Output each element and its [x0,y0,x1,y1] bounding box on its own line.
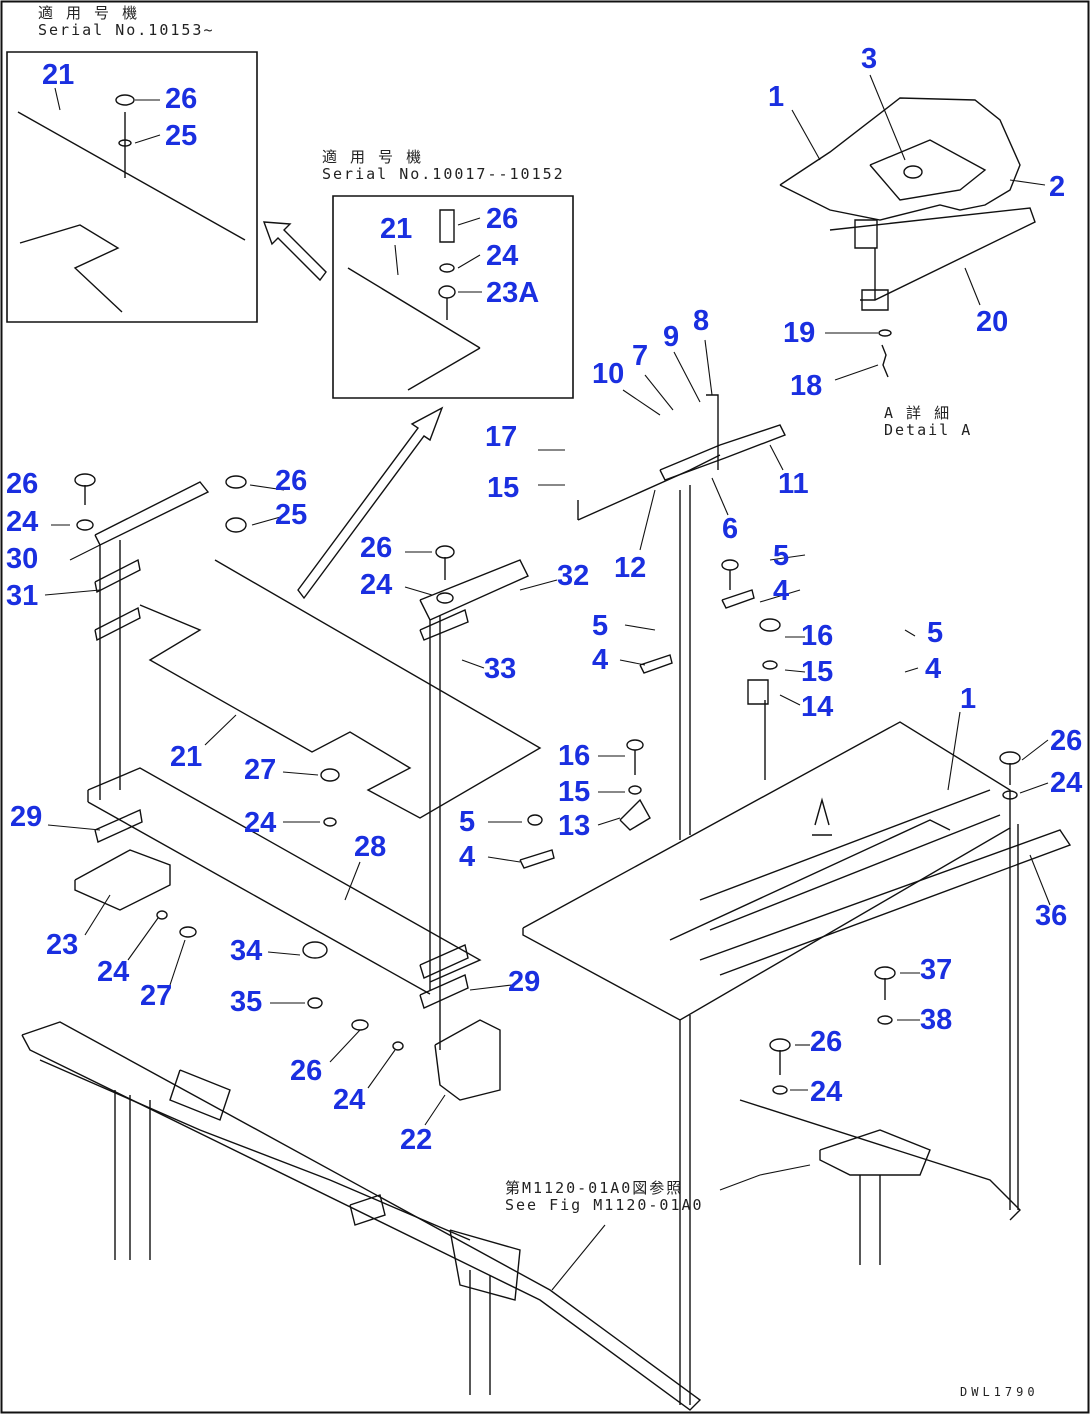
callout: 24 [333,1084,366,1116]
callout: 21 [170,741,203,773]
inset-left-caption: 適 用 号 機 Serial No.10153~ [38,4,215,40]
inset-left-caption-jp: 適 用 号 機 [38,4,140,22]
callout: 4 [592,644,609,676]
callout: 28 [354,831,387,863]
inset-mid-caption-jp: 適 用 号 機 [322,148,424,166]
callout: 5 [459,806,476,838]
callout: 26 [6,468,39,500]
callout: 38 [920,1004,953,1036]
callout: 20 [976,306,1009,338]
callout: 35 [230,986,263,1018]
callout: 4 [459,841,476,873]
callout: 26 [275,465,308,497]
callout: 21 [380,213,413,245]
view-arrow-a [812,800,832,835]
callout: 37 [920,954,953,986]
callout: 3 [861,43,878,75]
callout: 1 [768,81,785,113]
callout: 31 [6,580,39,612]
callout: 27 [244,754,277,786]
callout: 16 [558,740,591,772]
callout: 32 [557,560,590,592]
callout: 25 [275,499,308,531]
leader-lines [45,75,1050,1290]
callout: 26 [165,83,198,115]
callout: 24 [1050,767,1083,799]
arrow-to-mid-inset [298,408,442,598]
callout: 26 [360,532,393,564]
callout: 36 [1035,900,1068,932]
callout: 29 [508,966,541,998]
callout: 34 [230,935,263,967]
callout: 5 [592,610,609,642]
callout: 24 [810,1076,843,1108]
callout: 25 [165,120,198,152]
callout: 15 [801,656,834,688]
upper-cover-assembly [75,474,540,1100]
see-figure-caption-jp: 第M1120-01A0図参照 [505,1179,684,1197]
lower-frame-assembly [22,1022,700,1410]
callout: 24 [6,506,39,538]
callout: 6 [722,513,739,545]
callout: 8 [693,305,710,337]
callout: 11 [778,468,809,500]
callout: 15 [558,776,591,808]
callout: 23 [46,929,79,961]
drawing-number: DWL1790 [960,1385,1039,1399]
callout: 24 [97,956,130,988]
inset-left-sheet [18,95,245,312]
callout: 1 [960,683,977,715]
callout: 26 [486,203,519,235]
detail-a-caption-jp: A 詳 細 [884,404,952,422]
callout: 4 [925,653,942,685]
callout: 9 [663,321,680,353]
detail-a-drawing [780,98,1035,377]
callout: 4 [773,575,790,607]
callout: 24 [244,807,277,839]
callout: 7 [632,340,649,372]
inset-left-caption-en: Serial No.10153~ [38,21,215,40]
callout: 26 [290,1055,323,1087]
callout: 2 [1049,171,1066,203]
callout: 10 [592,358,625,390]
callout: 27 [140,980,173,1012]
inset-mid-sheet [348,210,480,390]
callout: 15 [487,472,520,504]
callout: 14 [801,691,834,723]
inset-mid-caption: 適 用 号 機 Serial No.10017--10152 [322,148,565,184]
callout: 19 [783,317,816,349]
callout: 24 [486,240,519,272]
floor-plate-assembly [520,395,1070,1405]
callout: 5 [927,617,944,649]
arrow-to-left-inset [264,222,326,280]
callout: 30 [6,543,39,575]
callout: 24 [360,569,393,601]
callout: 5 [773,540,790,572]
detail-a-caption: A 詳 細 Detail A [884,404,973,440]
inset-box-mid [333,196,573,398]
callout: 33 [484,653,517,685]
see-figure-caption-en: See Fig M1120-01A0 [505,1196,704,1215]
see-figure-caption: 第M1120-01A0図参照 See Fig M1120-01A0 [505,1179,704,1215]
callout: 17 [485,421,518,453]
callout: 26 [810,1026,843,1058]
callout: 23A [486,277,540,309]
inset-box-left [7,52,257,322]
callout: 29 [10,801,43,833]
callout: 21 [42,59,75,91]
callout: 26 [1050,725,1083,757]
detail-a-caption-en: Detail A [884,421,973,440]
callout: 12 [614,552,647,584]
callout: 16 [801,620,834,652]
callout: 13 [558,810,591,842]
callout: 18 [790,370,823,402]
inset-mid-caption-en: Serial No.10017--10152 [322,165,565,184]
callout: 22 [400,1124,433,1156]
